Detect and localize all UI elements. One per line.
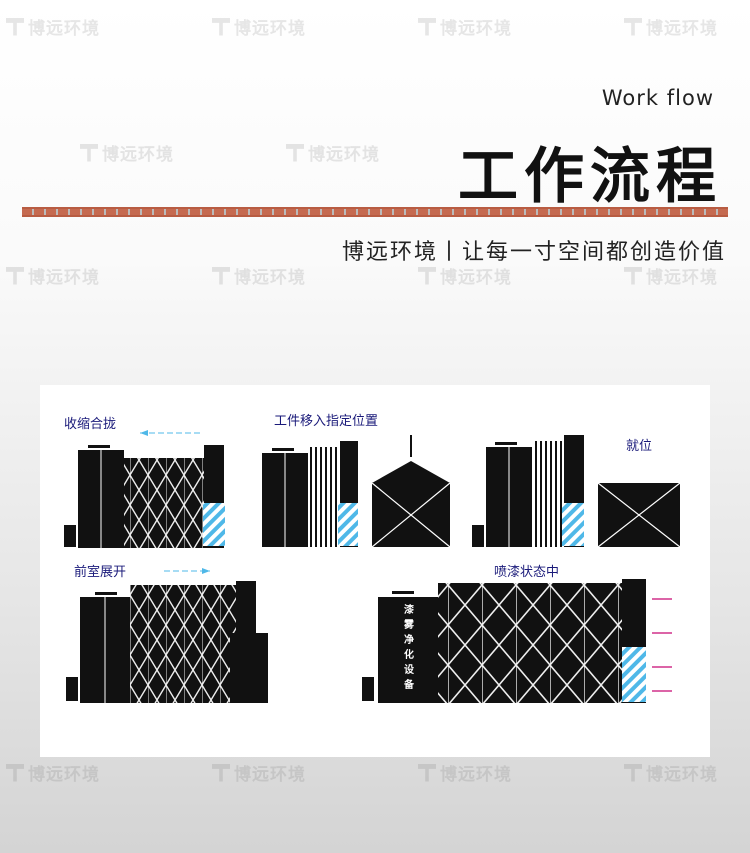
step-5-spraying xyxy=(362,579,672,703)
workflow-illustration xyxy=(64,430,681,703)
workflow-diagram: 收缩合拢 工件移入指定位置 就位 前室展开 喷漆状态中 漆雾净化设备 xyxy=(40,385,710,757)
brand-slogan: 博远环境丨让每一寸空间都创造价值 xyxy=(341,240,726,265)
watermark-logo: 博远环境 xyxy=(418,263,512,288)
watermark-logo: 博远环境 xyxy=(418,760,512,785)
step-1-retracted xyxy=(64,430,225,548)
decorative-divider xyxy=(22,207,728,217)
watermark-logo: 博远环境 xyxy=(286,140,380,165)
step-label-3: 就位 xyxy=(626,439,653,454)
watermark-logo: 博远环境 xyxy=(624,263,718,288)
watermark-logo: 博远环境 xyxy=(80,140,174,165)
step-label-5: 喷漆状态中 xyxy=(494,565,560,580)
watermark-logo: 博远环境 xyxy=(212,263,306,288)
step-label-1: 收缩合拢 xyxy=(64,417,117,432)
step-label-4: 前室展开 xyxy=(74,565,127,580)
step-2-workpiece-in xyxy=(262,435,451,548)
step-4-front-chamber-extended xyxy=(66,568,268,703)
watermark-logo: 博远环境 xyxy=(6,263,100,288)
step-label-2: 工件移入指定位置 xyxy=(274,414,379,429)
watermark-logo: 博远环境 xyxy=(6,14,100,39)
section-title: 工作流程 xyxy=(458,142,722,212)
section-subtitle-en: Work flow xyxy=(601,86,714,110)
watermark-logo: 博远环境 xyxy=(6,760,100,785)
step-3-in-position xyxy=(472,435,681,548)
watermark-logo: 博远环境 xyxy=(212,14,306,39)
watermark-logo: 博远环境 xyxy=(624,760,718,785)
watermark-logo: 博远环境 xyxy=(212,760,306,785)
watermark-logo: 博远环境 xyxy=(624,14,718,39)
watermark-logo: 博远环境 xyxy=(418,14,512,39)
equipment-label: 漆雾净化设备 xyxy=(404,605,414,691)
